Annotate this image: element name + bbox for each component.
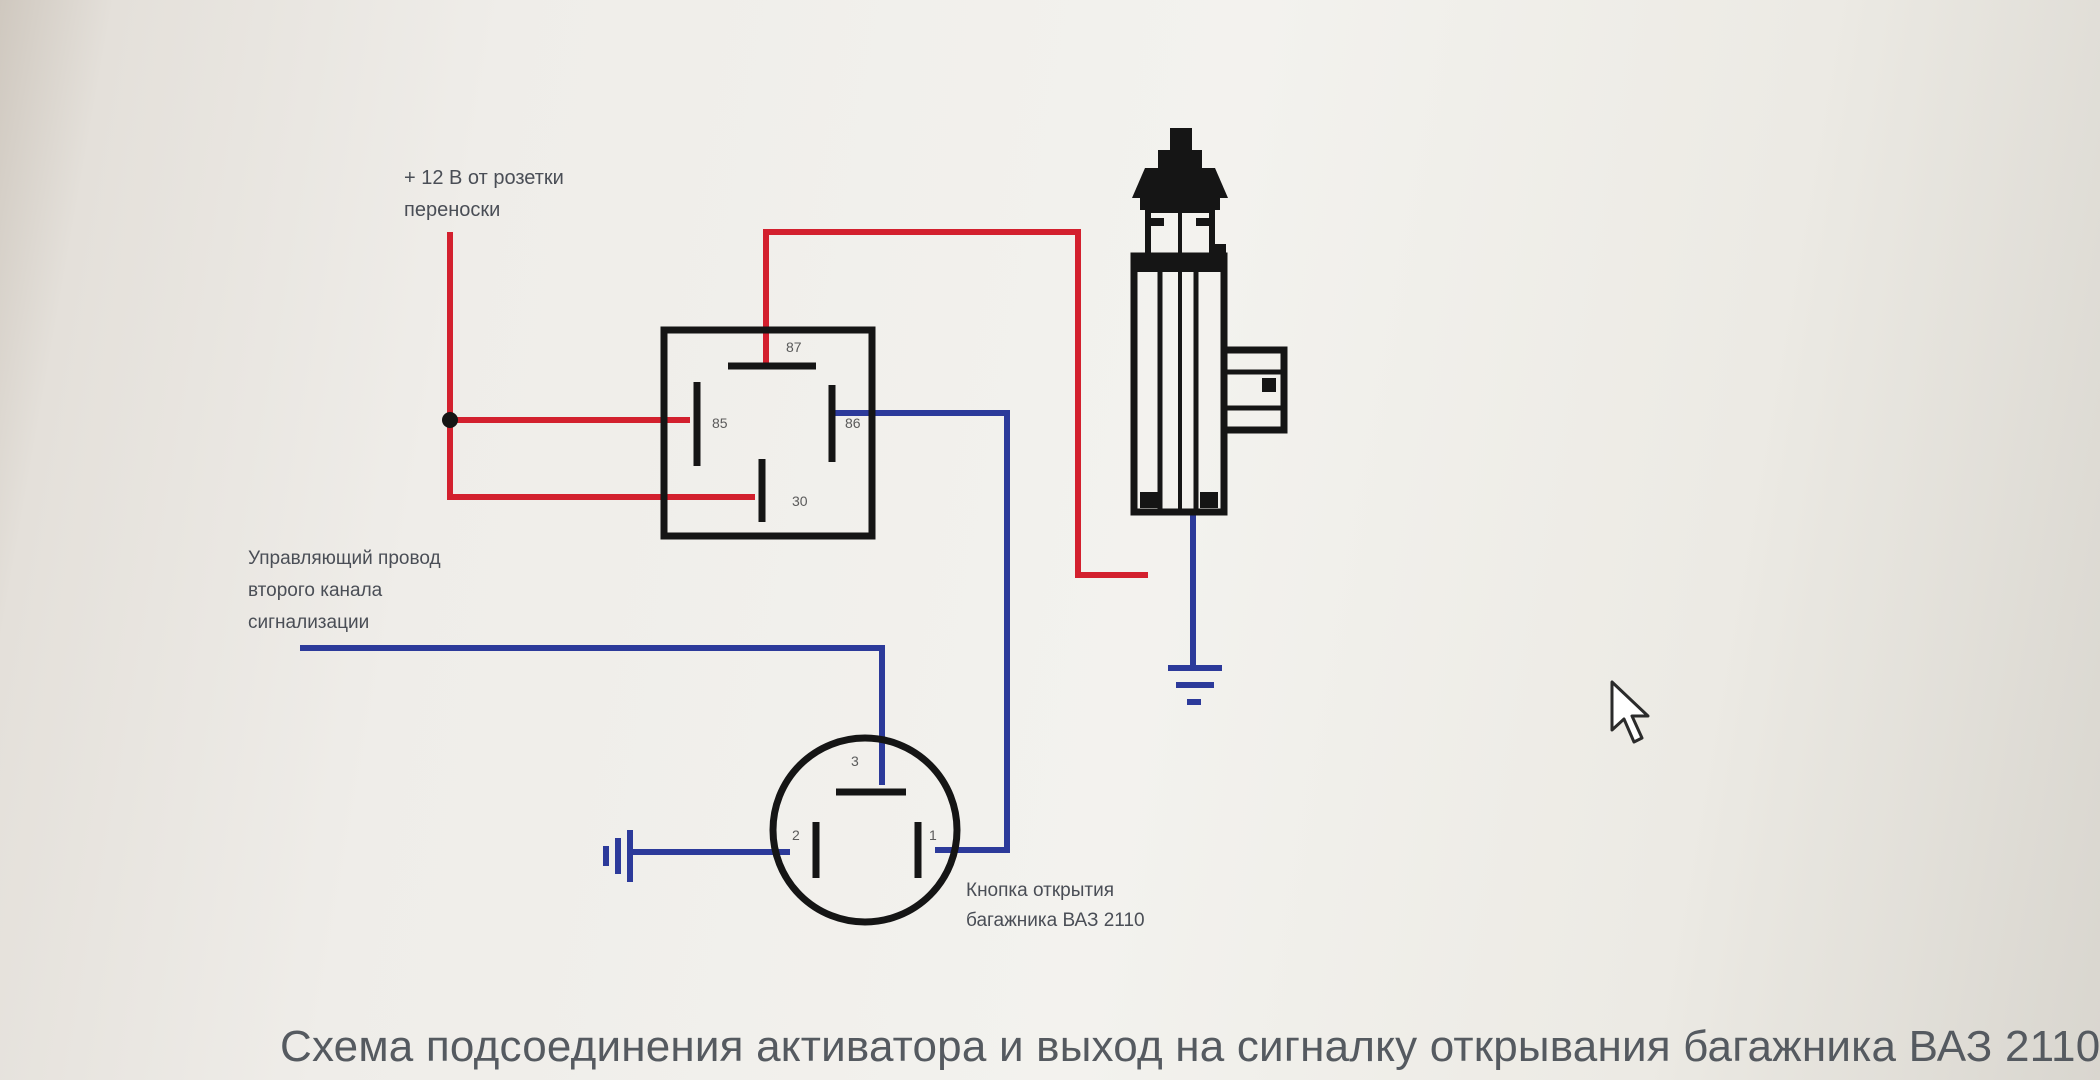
button-body (769, 734, 961, 926)
button-label-line1: Кнопка открытия (966, 880, 1114, 901)
button-pin-3-label: 3 (851, 753, 859, 769)
button-pin-1-label: 1 (929, 827, 937, 843)
control-label-line1: Управляющий провод (248, 548, 441, 569)
image-viewer-screen: 87 85 86 30 3 2 1 (248, 128, 2100, 1071)
control-label-line3: сигнализации (248, 612, 369, 633)
wire-pin86-to-button (835, 410, 1010, 853)
ground-symbol-right (1168, 665, 1222, 705)
control-label-line2: второго канала (248, 580, 383, 601)
relay-pin-85-label: 85 (712, 415, 728, 431)
relay-pin-30-label: 30 (792, 493, 808, 509)
relay-pin-87-label: 87 (786, 339, 802, 355)
trunk-button: 3 2 1 (769, 734, 961, 926)
power-label-line2: переноски (404, 199, 500, 221)
mouse-pointer-icon (1610, 680, 1650, 744)
actuator (1130, 128, 1288, 516)
actuator-clamp (1220, 346, 1288, 434)
button-label-line2: багажника ВАЗ 2110 (966, 910, 1145, 931)
relay-body (660, 326, 876, 540)
diagram-caption: Схема подсоединения активатора и выход н… (280, 1022, 2100, 1071)
blue-wires (300, 410, 1196, 855)
wire-power-to-pin30 (447, 232, 755, 500)
wire-pin87-to-actuator (763, 229, 1148, 578)
red-wires (447, 229, 1148, 578)
button-pin-2-label: 2 (792, 827, 800, 843)
junction-dot (442, 412, 458, 428)
relay: 87 85 86 30 (660, 326, 876, 540)
ground-symbol-left (603, 830, 633, 882)
wiring-diagram: 87 85 86 30 3 2 1 (248, 128, 1288, 931)
power-label-line1: + 12 В от розетки (404, 167, 564, 189)
relay-pin-86-label: 86 (845, 415, 861, 431)
actuator-tip (1170, 128, 1192, 156)
wire-control-to-button (300, 645, 885, 785)
